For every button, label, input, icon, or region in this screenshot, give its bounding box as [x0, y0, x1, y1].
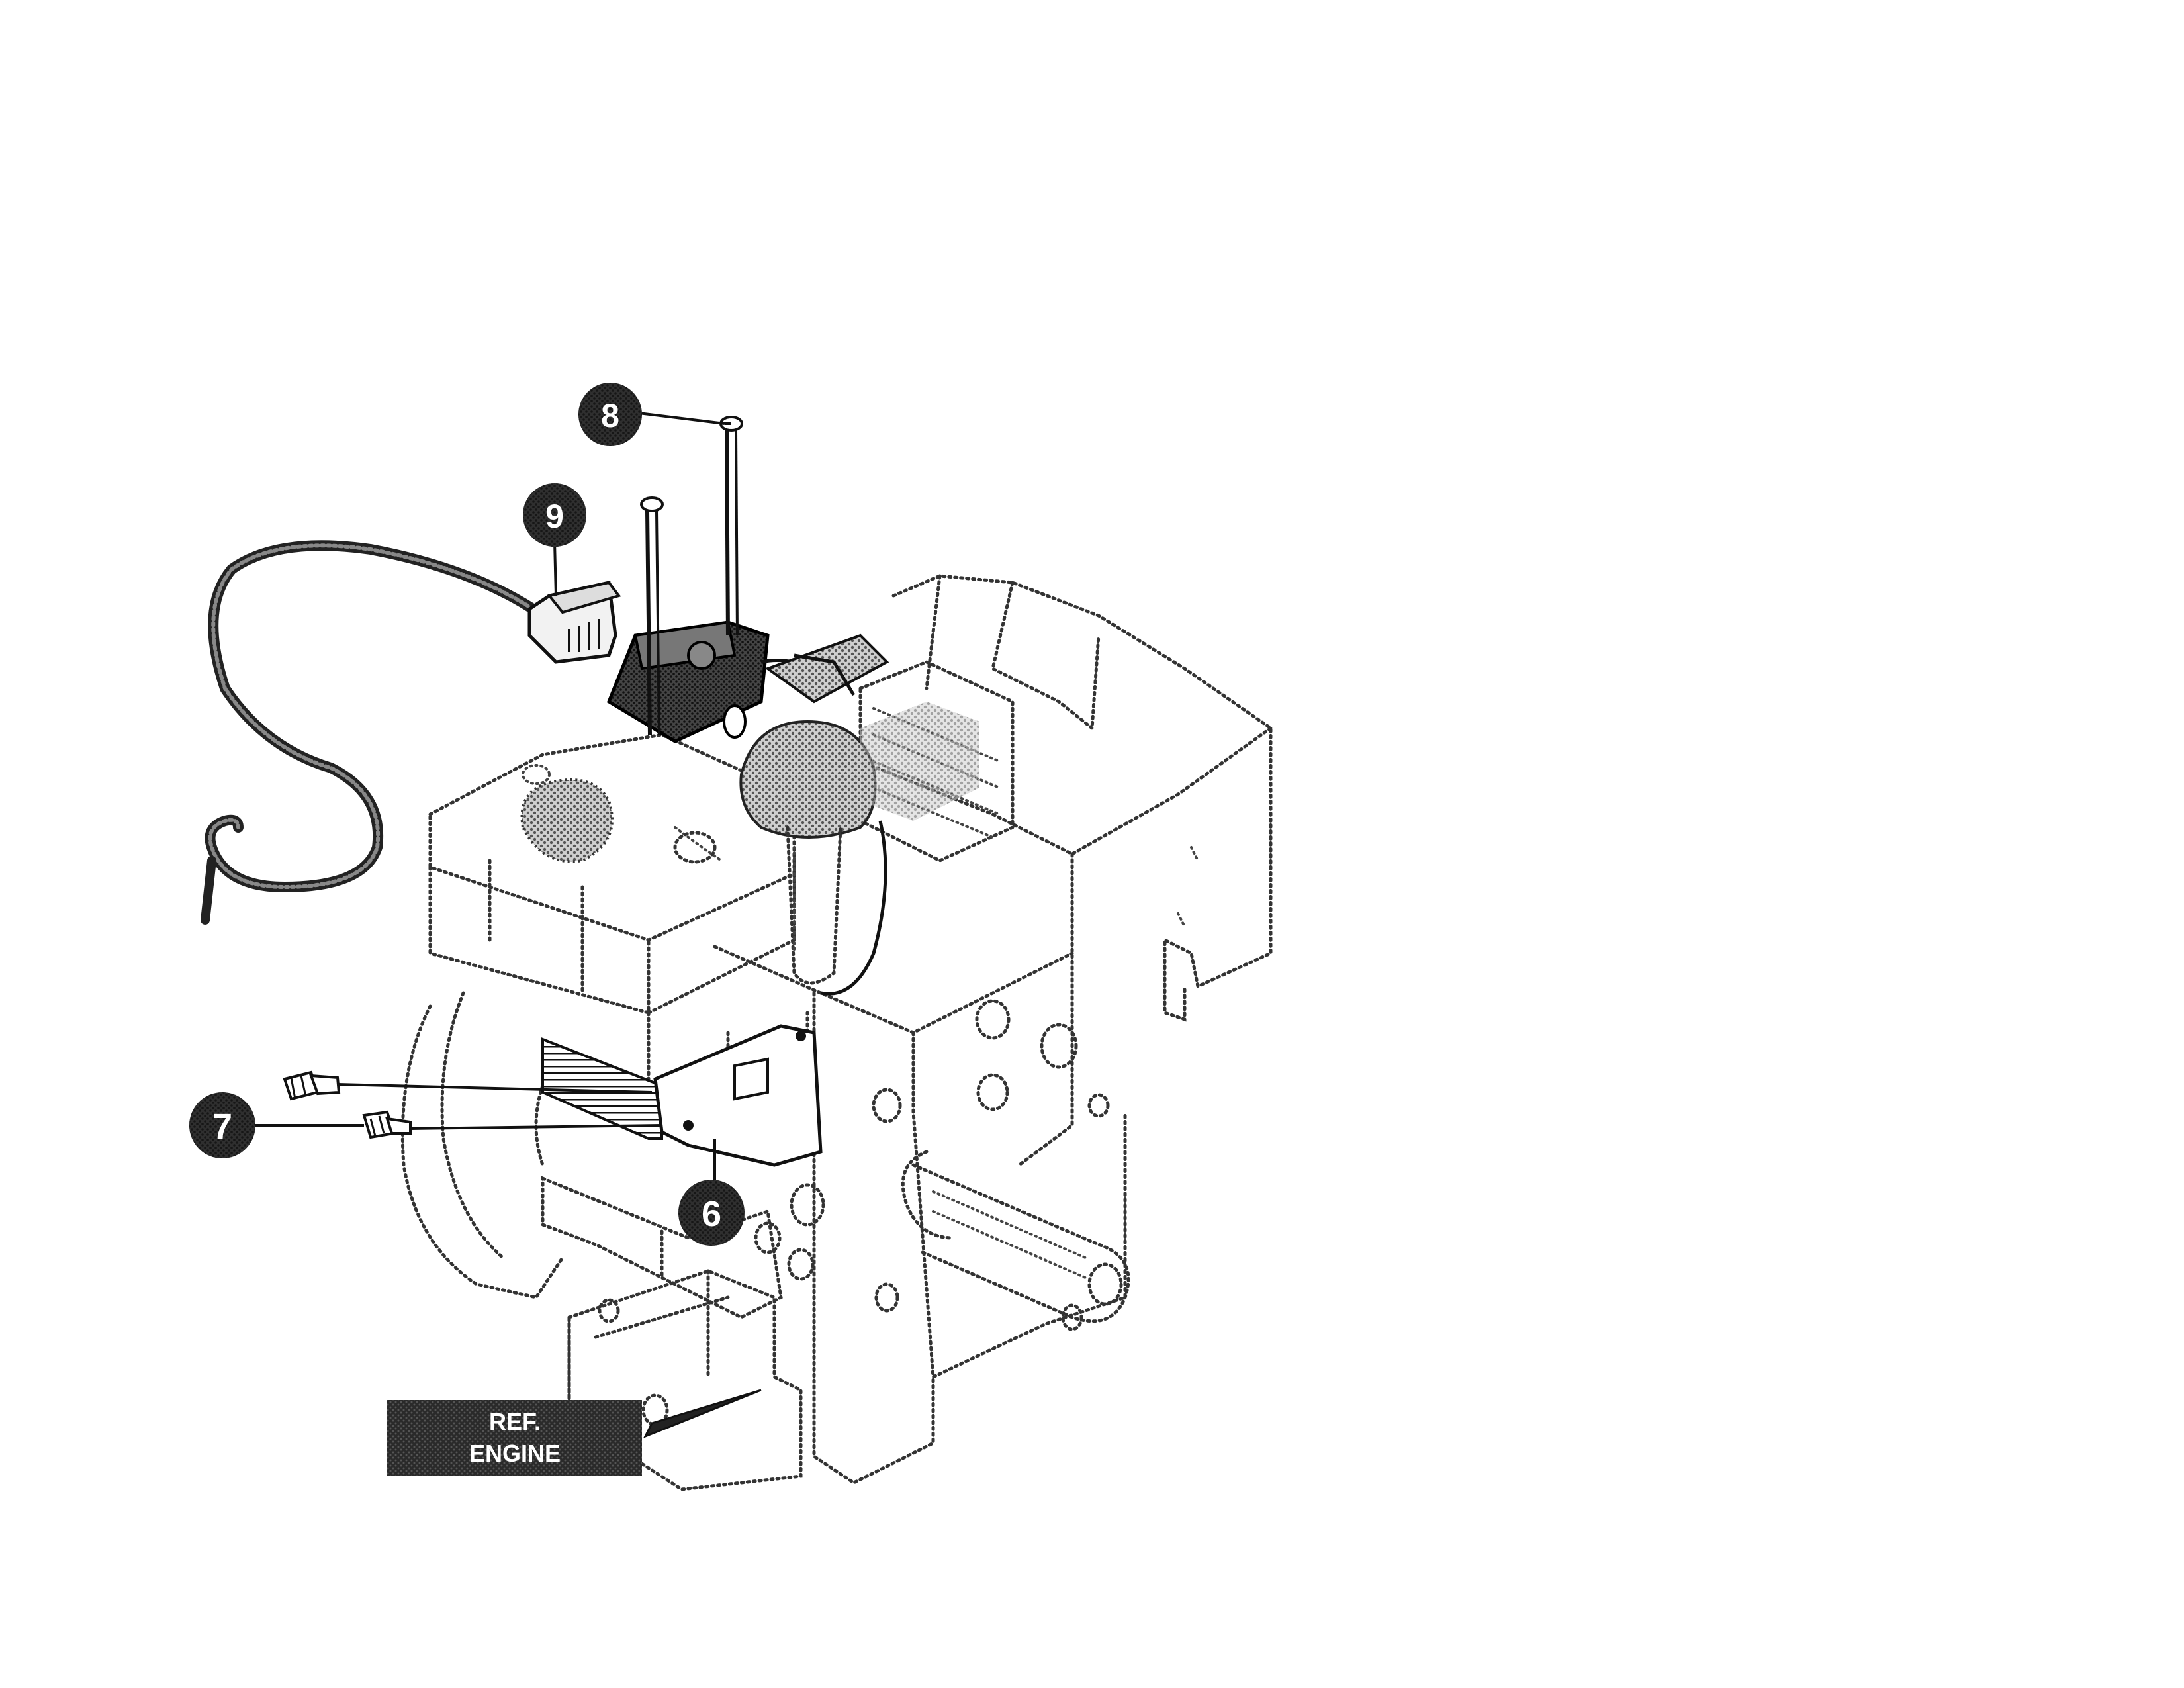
callout-7-label: 7: [212, 1107, 232, 1147]
leader-lines: [251, 412, 762, 1438]
cylinder-head-stipple: [860, 702, 979, 821]
callout-7: 7: [189, 1092, 255, 1158]
long-screw-left: [640, 496, 664, 735]
muffler: [541, 1037, 663, 1140]
ref-label-line1: REF.: [489, 1408, 541, 1435]
callout-9-label: 9: [545, 498, 564, 535]
gas-cap: [520, 778, 614, 863]
muffler-shield: [653, 1024, 823, 1167]
engine-body: [400, 574, 1273, 1491]
callout-6-label: 6: [702, 1194, 721, 1234]
bolt-upper: [283, 1070, 341, 1101]
callout-9: 9: [523, 483, 586, 547]
callout-6: 6: [678, 1180, 745, 1246]
ref-engine-label: REF. ENGINE: [387, 1400, 642, 1476]
long-screw-right: [719, 416, 743, 636]
callout-8: 8: [578, 383, 642, 446]
air-intake-dome: [739, 720, 887, 996]
bolt-lower: [362, 1110, 412, 1139]
ref-label-line2: ENGINE: [469, 1440, 561, 1467]
power-cord: [201, 540, 548, 925]
callout-8-label: 8: [601, 397, 619, 434]
power-plug: [527, 580, 621, 664]
